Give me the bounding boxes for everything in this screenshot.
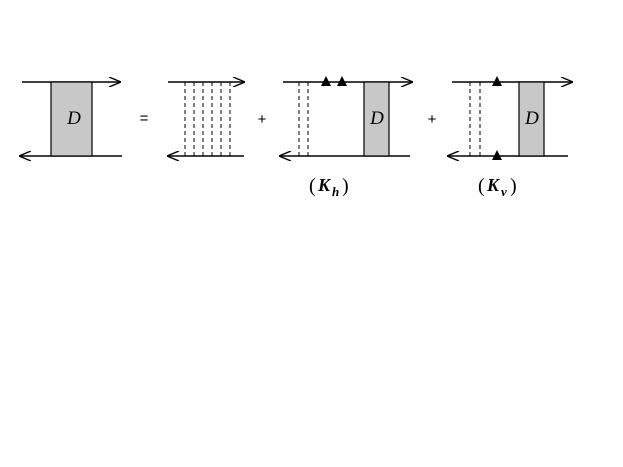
open-paren: ( — [478, 175, 485, 197]
open-paren: ( — [309, 175, 316, 197]
kernel-h-subscript: h — [332, 184, 339, 199]
triangle-marker-icon — [492, 150, 502, 160]
kernel-v-symbol: K — [486, 175, 501, 195]
vertex-label: D — [524, 108, 539, 129]
ladder-term — [168, 82, 244, 156]
lhs-vertex-term: D — [20, 82, 122, 156]
kernel-v-term: D — [448, 76, 572, 160]
vertex-box — [518, 81, 545, 157]
vertex-label: D — [369, 108, 384, 129]
triangle-marker-icon — [321, 76, 331, 86]
equals-sign: = — [140, 110, 149, 127]
kernel-h-term: D — [280, 76, 412, 156]
vertex-box — [50, 81, 93, 157]
kernel-h-symbol: K — [317, 175, 332, 195]
vertex-label: D — [66, 108, 81, 129]
kernel-v-label: ( K v ) — [478, 175, 517, 199]
triangle-marker-icon — [492, 76, 502, 86]
kernel-v-subscript: v — [501, 184, 507, 199]
vertex-box — [363, 81, 390, 157]
plus-sign-1: + — [258, 111, 267, 128]
plus-sign-2: + — [428, 111, 437, 128]
triangle-marker-icon — [337, 76, 347, 86]
close-paren: ) — [510, 175, 517, 197]
kernel-h-label: ( K h ) — [309, 175, 349, 199]
close-paren: ) — [342, 175, 349, 197]
